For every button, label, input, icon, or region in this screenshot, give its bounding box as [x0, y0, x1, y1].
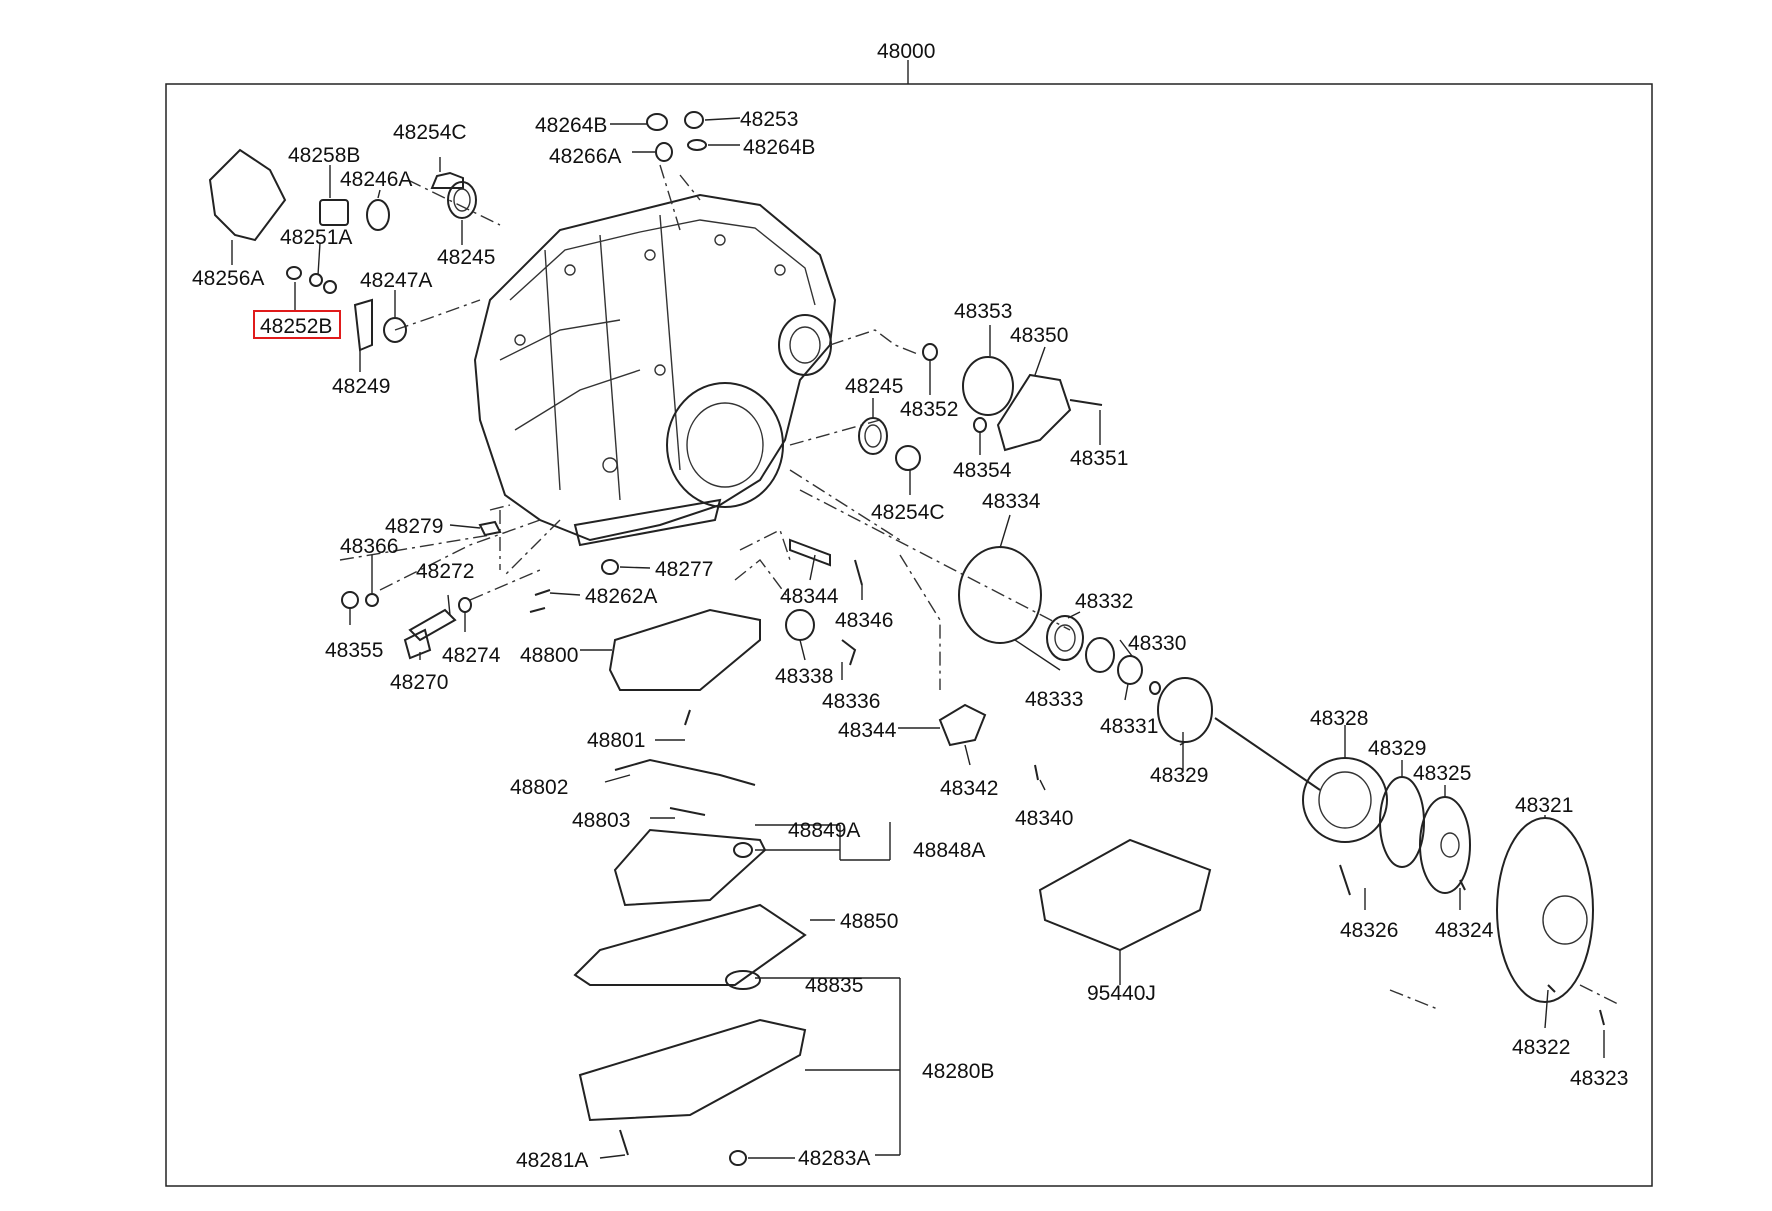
callout-48848A: 48848A: [913, 839, 985, 862]
callout-48266A: 48266A: [549, 145, 621, 168]
right-parts: [858, 343, 1213, 743]
callout-48849A: 48849A: [788, 819, 860, 842]
callout-48330: 48330: [1128, 632, 1186, 655]
callout-48350: 48350: [1010, 324, 1068, 347]
callout-48272: 48272: [416, 560, 474, 583]
highlight-box: [253, 310, 341, 339]
callout-48247A: 48247A: [360, 269, 432, 292]
callout-48352: 48352: [900, 398, 958, 421]
center-parts: [341, 520, 1212, 1166]
assembly-number: 48000: [877, 40, 935, 63]
callout-48850: 48850: [840, 910, 898, 933]
clutch-parts: [1214, 717, 1605, 1026]
callout-48328: 48328: [1310, 707, 1368, 730]
callout-48264B-right: 48264B: [743, 136, 815, 159]
callout-48252B: 48252B: [260, 315, 332, 338]
callout-48366: 48366: [340, 535, 398, 558]
callout-48280B: 48280B: [922, 1060, 994, 1083]
callout-48329-right: 48329: [1368, 737, 1426, 760]
callout-48801: 48801: [587, 729, 645, 752]
callout-48283A: 48283A: [798, 1147, 870, 1170]
callout-48281A: 48281A: [516, 1149, 588, 1172]
transmission-case: [473, 193, 837, 547]
callout-48355: 48355: [325, 639, 383, 662]
callout-48338: 48338: [775, 665, 833, 688]
callout-48803: 48803: [572, 809, 630, 832]
callout-48800: 48800: [520, 644, 578, 667]
callout-95440J: 95440J: [1087, 982, 1156, 1005]
callout-48325: 48325: [1413, 762, 1471, 785]
callout-48256A: 48256A: [192, 267, 264, 290]
callout-48331: 48331: [1100, 715, 1158, 738]
callout-48802: 48802: [510, 776, 568, 799]
callout-48279: 48279: [385, 515, 443, 538]
leader-lines: [231, 117, 1605, 1159]
callout-48262A: 48262A: [585, 585, 657, 608]
callout-48270: 48270: [390, 671, 448, 694]
callout-48344-mid: 48344: [838, 719, 897, 742]
callout-labels: 48000 48264B 48253 48266A 48264B 48254C …: [192, 40, 1628, 1172]
callout-48245-mid: 48245: [845, 375, 903, 398]
callout-48351: 48351: [1070, 447, 1128, 470]
callout-48346: 48346: [835, 609, 893, 632]
callout-48274: 48274: [442, 644, 501, 667]
callout-48353: 48353: [954, 300, 1012, 323]
callout-48835: 48835: [805, 974, 863, 997]
callout-48251A: 48251A: [280, 226, 352, 249]
callout-48322: 48322: [1512, 1036, 1570, 1059]
callout-48340: 48340: [1015, 807, 1073, 830]
callout-48329-left: 48329: [1150, 764, 1208, 787]
callout-48354: 48354: [953, 459, 1012, 482]
callout-48332: 48332: [1075, 590, 1133, 613]
callout-48323: 48323: [1570, 1067, 1628, 1090]
top-parts: [208, 111, 707, 352]
callout-48264B-top: 48264B: [535, 114, 607, 137]
callout-48254C-mid: 48254C: [871, 501, 945, 524]
callout-48254C-top: 48254C: [393, 121, 467, 144]
callout-48326: 48326: [1340, 919, 1398, 942]
callout-48249: 48249: [332, 375, 390, 398]
callout-48245-top: 48245: [437, 246, 495, 269]
callout-48344-top: 48344: [780, 585, 839, 608]
callout-48258B: 48258B: [288, 144, 360, 167]
callout-48324: 48324: [1435, 919, 1494, 942]
callout-48277: 48277: [655, 558, 713, 581]
callout-48246A: 48246A: [340, 168, 412, 191]
callout-48342: 48342: [940, 777, 998, 800]
callout-48336: 48336: [822, 690, 880, 713]
diagram-frame: [165, 83, 1653, 1187]
phantom-lines: [339, 164, 1621, 1011]
callout-48253: 48253: [740, 108, 798, 131]
callout-48321: 48321: [1515, 794, 1573, 817]
callout-48333: 48333: [1025, 688, 1083, 711]
callout-48334: 48334: [982, 490, 1041, 513]
